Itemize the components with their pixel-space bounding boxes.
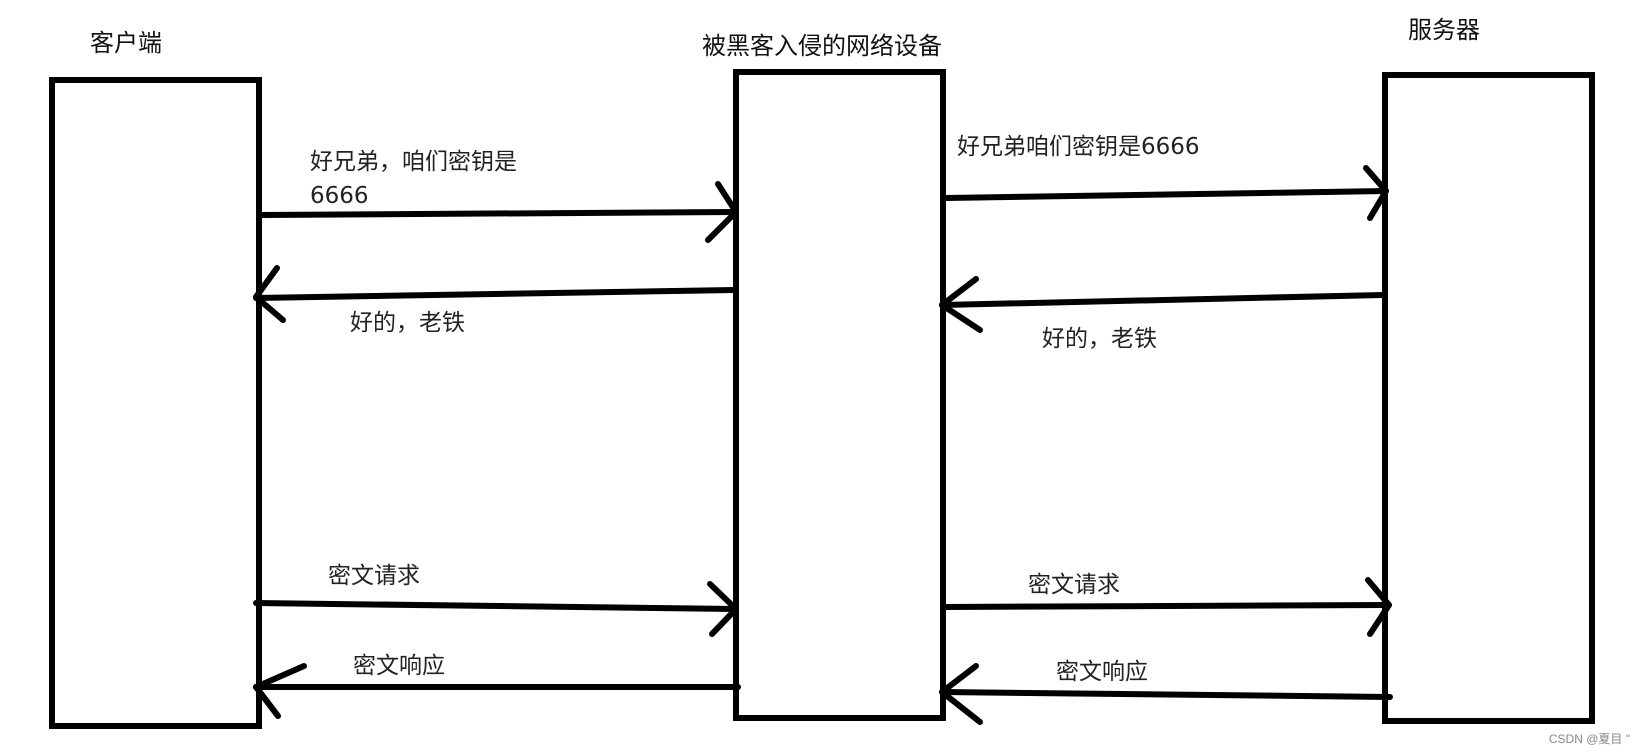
arrow-client-to-attacker-key (259, 209, 739, 218)
arrowhead-client-to-attacker-key (705, 181, 739, 243)
msg-attacker-to-client-ack: 好的，老铁 (350, 310, 465, 336)
arrowhead-server-to-attacker-ack (939, 276, 983, 333)
arrowhead-attacker-to-client-response (253, 663, 307, 719)
msg-attacker-to-client-response: 密文响应 (353, 653, 445, 679)
arrow-attacker-to-server-key (943, 188, 1389, 201)
msg-attacker-to-server-key: 好兄弟咱们密钥是6666 (957, 134, 1200, 160)
arrowhead-attacker-to-client-ack (253, 265, 286, 323)
arrowhead-attacker-to-server-request (1365, 577, 1392, 637)
arrow-server-to-attacker-ack (939, 292, 1386, 308)
arrowhead-attacker-to-server-key (1363, 165, 1389, 221)
client-title: 客户端 (90, 29, 162, 57)
server-title: 服务器 (1408, 16, 1480, 44)
watermark: CSDN @夏目 " (1549, 732, 1630, 746)
arrowhead-client-to-attacker-request (707, 581, 739, 637)
msg-client-to-attacker-key-line1: 好兄弟，咱们密钥是 (310, 149, 517, 175)
attacker-device-box (733, 69, 946, 721)
client-box (49, 77, 262, 729)
msg-client-to-attacker-request: 密文请求 (328, 563, 420, 589)
arrow-attacker-to-server-request (943, 602, 1392, 610)
msg-attacker-to-server-request: 密文请求 (1028, 572, 1120, 598)
server-box (1382, 72, 1595, 724)
msg-client-to-attacker-key-line2: 6666 (310, 183, 369, 209)
arrow-client-to-attacker-request (253, 600, 739, 612)
arrowhead-server-to-attacker-response (939, 663, 983, 725)
arrow-attacker-to-client-ack (253, 287, 737, 301)
arrow-server-to-attacker-response (939, 689, 1393, 700)
msg-server-to-attacker-response: 密文响应 (1056, 659, 1148, 685)
msg-server-to-attacker-ack: 好的，老铁 (1042, 326, 1157, 352)
attacker-device-title: 被黑客入侵的网络设备 (702, 32, 942, 60)
